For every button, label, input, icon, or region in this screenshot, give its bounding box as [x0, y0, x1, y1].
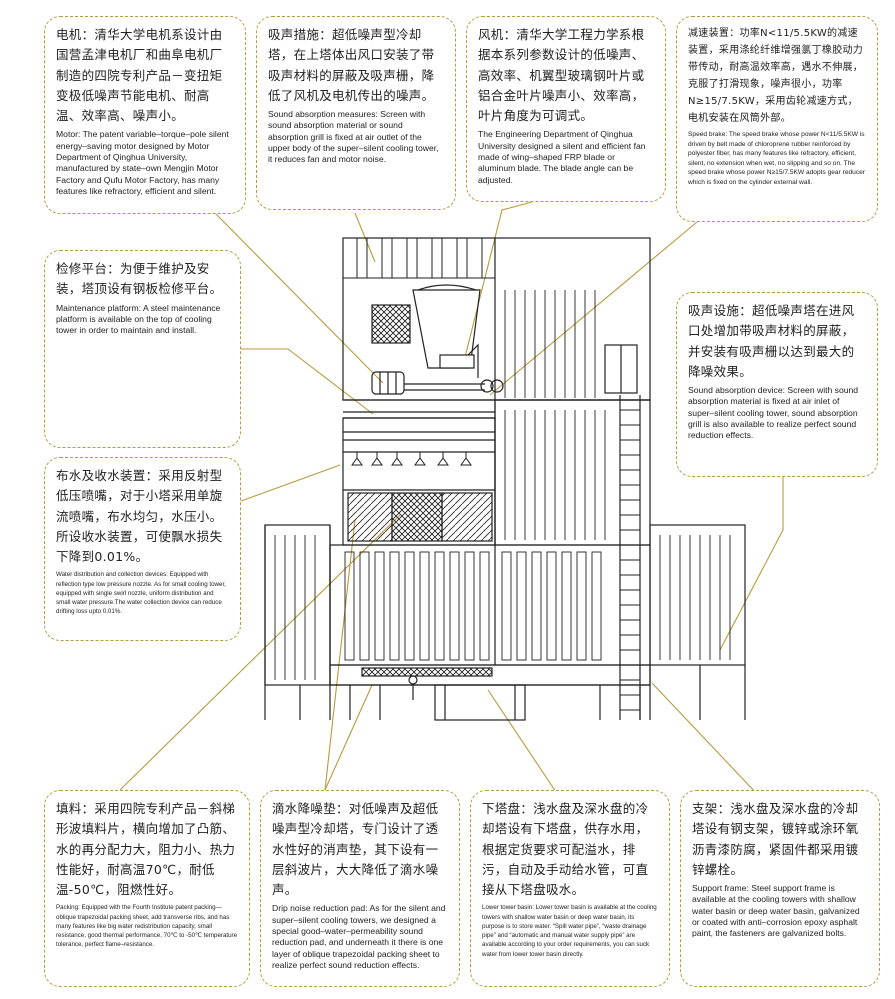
- leader-drip-2: [324, 684, 373, 791]
- callout-support: 支架：浅水盘及深水盘的冷却塔设有钢支架，镀锌或涂环氧沥青漆防腐，紧固件都采用镀锌…: [680, 790, 880, 987]
- leader-support: [651, 682, 759, 796]
- callout-basin: 下塔盘：浅水盘及深水盘的冷却塔设有下塔盘，供存水用，根据定货要求可配溢水，排污，…: [470, 790, 670, 987]
- callout-drip-pad-en: Drip noise reduction pad: As for the sil…: [272, 903, 446, 970]
- callout-sound-measures-en: Sound absorption measures: Screen with s…: [268, 109, 439, 165]
- callout-basin-cn: 下塔盘：浅水盘及深水盘的冷却塔设有下塔盘，供存水用，根据定货要求可配溢水，排污，…: [482, 801, 649, 897]
- callout-sound-device-en: Sound absorption device: Screen with sou…: [688, 385, 859, 441]
- leader-maintenance: [241, 348, 374, 415]
- callout-water-dist-cn: 布水及收水装置：采用反射型低压喷嘴，对于小塔采用单旋流喷嘴，布水均匀，水压小。所…: [56, 468, 223, 564]
- callout-support-en: Support frame: Steel support frame is av…: [692, 883, 860, 939]
- callout-fan: 风机：清华大学工程力学系根据本系列参数设计的低噪声、高效率、机翼型玻璃钢叶片或铝…: [466, 16, 666, 202]
- callout-maintenance-en: Maintenance platform: A steel maintenanc…: [56, 302, 221, 336]
- leader-lines: [119, 201, 784, 796]
- callout-sound-measures-cn: 吸声措施：超低噪声型冷却塔，在上塔体出风口安装了带吸声材料的屏蔽及吸声栅，降低了…: [268, 27, 435, 103]
- tower-drawing: [264, 237, 746, 721]
- callout-drip-pad-cn: 滴水降噪垫：对低噪声及超低噪声型冷却塔，专门设计了透水性好的消声垫，其下设有一层…: [272, 801, 439, 897]
- callout-support-cn: 支架：浅水盘及深水盘的冷却塔设有钢支架，镀锌或涂环氧沥青漆防腐，紧固件都采用镀锌…: [692, 801, 859, 877]
- callout-fan-en: The Engineering Department of Qinghua Un…: [478, 129, 646, 185]
- leader-speed-reducer: [489, 221, 698, 396]
- callout-packing: 填料：采用四院专利产品－斜梯形波填料片，横向增加了凸筋、水的再分配力大，阻力小、…: [44, 790, 250, 987]
- callout-motor: 电机：清华大学电机系设计由国营孟津电机厂和曲阜电机厂制造的四院专利产品－变扭矩变…: [44, 16, 246, 214]
- callout-fan-cn: 风机：清华大学工程力学系根据本系列参数设计的低噪声、高效率、机翼型玻璃钢叶片或铝…: [478, 27, 645, 123]
- callout-maintenance-cn: 检修平台：为便于维护及安装，塔顶设有钢板检修平台。: [56, 261, 223, 297]
- leader-packing: [119, 514, 401, 791]
- callout-speed-reducer: 减速装置：功率N<11/5.5KW的减速装置，采用涤纶纤维增强氯丁橡胶动力带传动…: [676, 16, 878, 222]
- callout-drip-pad: 滴水降噪垫：对低噪声及超低噪声型冷却塔，专门设计了透水性好的消声垫，其下设有一层…: [260, 790, 460, 987]
- callout-speed-reducer-cn: 减速装置：功率N<11/5.5KW的减速装置，采用涤纶纤维增强氯丁橡胶动力带传动…: [688, 28, 864, 124]
- callout-motor-en: Motor: The patent variable–torque–pole s…: [56, 129, 229, 196]
- callout-water-dist-en: Water distribution and collection device…: [56, 571, 226, 616]
- leader-water-dist: [240, 464, 341, 502]
- leader-basin: [487, 689, 559, 796]
- callout-maintenance: 检修平台：为便于维护及安装，塔顶设有钢板检修平台。 Maintenance pl…: [44, 250, 241, 448]
- callout-basin-en: Lower tower basin: Lower tower basin is …: [482, 904, 657, 958]
- callout-motor-cn: 电机：清华大学电机系设计由国营孟津电机厂和曲阜电机厂制造的四院专利产品－变扭矩变…: [56, 27, 223, 123]
- callout-packing-cn: 填料：采用四院专利产品－斜梯形波填料片，横向增加了凸筋、水的再分配力大，阻力小、…: [56, 801, 236, 897]
- leader-sound-device: [719, 477, 784, 651]
- callout-water-dist: 布水及收水装置：采用反射型低压喷嘴，对于小塔采用单旋流喷嘴，布水均匀，水压小。所…: [44, 457, 241, 641]
- leader-drip-1: [324, 519, 356, 791]
- leader-fan: [462, 201, 533, 366]
- leader-motor: [214, 212, 384, 384]
- callout-packing-en: Packing: Equipped with the Fourth Instit…: [56, 904, 238, 949]
- callout-sound-device-cn: 吸声设施：超低噪声塔在进风口处增加带吸声材料的屏蔽，并安装有吸声栅以达到最大的降…: [688, 303, 855, 379]
- callout-sound-measures: 吸声措施：超低噪声型冷却塔，在上塔体出风口安装了带吸声材料的屏蔽及吸声栅，降低了…: [256, 16, 456, 210]
- callout-sound-device: 吸声设施：超低噪声塔在进风口处增加带吸声材料的屏蔽，并安装有吸声栅以达到最大的降…: [676, 292, 878, 477]
- callout-speed-reducer-en: Speed brake: The speed brake whose power…: [688, 131, 865, 186]
